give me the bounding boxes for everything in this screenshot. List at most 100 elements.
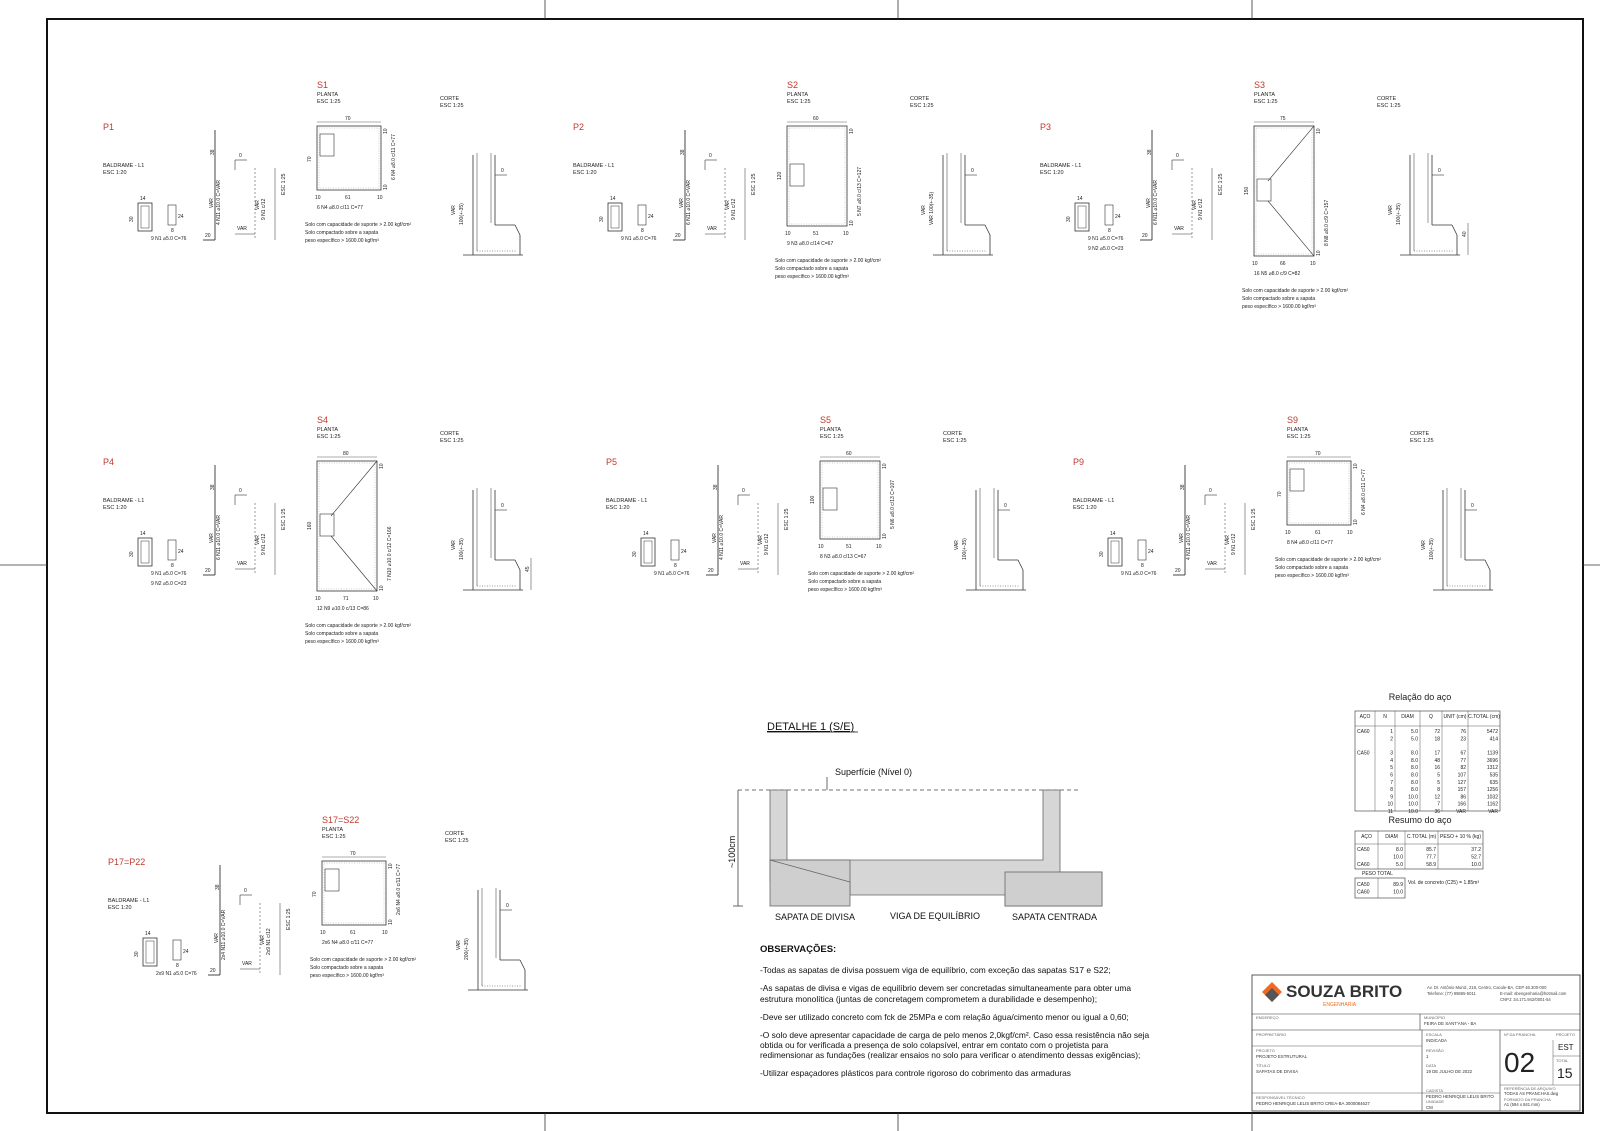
pilar-title: P5 (606, 457, 617, 467)
stirrup-inner (610, 205, 620, 229)
level-label: 0 (239, 153, 242, 159)
dim-label: 10 (373, 596, 379, 602)
dim-label: 14 (610, 196, 616, 202)
relacao-cell: 67 (1460, 751, 1466, 757)
var-label: VAR (921, 205, 927, 215)
var-label: VAR (255, 200, 261, 210)
cadista-value: PEDRO HENRIQUE LELIS BRITO (1426, 1094, 1494, 1099)
resumo-cell: 5.0 (1396, 862, 1403, 868)
scale-label: ESC 1:25 (820, 434, 844, 440)
scale-label: ESC 1:25 (1251, 508, 1257, 530)
relacao-cell: 1 (1390, 729, 1393, 735)
scale-label: ESC 1:25 (440, 103, 464, 109)
projeto-value: PROJETO ESTRUTURAL (1256, 1054, 1308, 1059)
dim-label: 10 (383, 128, 389, 134)
dim-label: 14 (1110, 531, 1116, 537)
scale-label: ESC 1:25 (1254, 99, 1278, 105)
dim-label: 20 (1142, 233, 1148, 239)
relacao-cell: 1139 (1487, 751, 1498, 757)
level-label: 0 (1438, 168, 1441, 174)
var-label: VAR (237, 561, 247, 567)
dim-label: 60 (813, 116, 819, 122)
relacao-cell: 107 (1458, 773, 1467, 779)
relacao-cell: 5.0 (1411, 736, 1418, 742)
solo-note: peso específico > 1600.00 kgf/m³ (1242, 304, 1316, 310)
dim-line (330, 535, 378, 592)
relacao-title: Relação do aço (1389, 692, 1452, 702)
resumo-header: DIAM (1385, 834, 1398, 840)
relacao-cell: 3 (1390, 751, 1393, 757)
tie-bar (1137, 539, 1147, 561)
dim-line (519, 959, 526, 971)
relacao-table (1354, 710, 1501, 812)
long-bar-label: 4 N11 ⌀10.0 C=VAR (216, 180, 222, 225)
planta-label: PLANTA (317, 92, 338, 98)
dim-label: 10 (379, 463, 385, 469)
long-bar-label: 4 N11 ⌀10.0 C=VAR (1186, 515, 1192, 560)
dim-label: 10 (1353, 519, 1359, 525)
dim-label: 66 (1280, 261, 1286, 267)
dim-label: 20 (675, 233, 681, 239)
level-label: 0 (501, 168, 504, 174)
dim-label: 10 (1353, 463, 1359, 469)
relacao-header: DIAM (1401, 714, 1414, 720)
sapata-centrada-label: SAPATA CENTRADA (1012, 912, 1097, 922)
detail-1: DETALHE 1 (S/E) Superfície (Nível 0) ~10… (727, 721, 1103, 922)
dim-label: 38 (1180, 484, 1186, 490)
dim-line (514, 559, 521, 571)
relacao-cell: 8 (1437, 787, 1440, 793)
level-label: 0 (501, 503, 504, 509)
footing-outline (786, 125, 848, 227)
dim-label: 120 (777, 171, 783, 180)
stirrup-section (1074, 202, 1090, 232)
company-phone: Telefone: (77) 99865-5011 (1427, 991, 1476, 996)
scale-label: ESC 1:25 (281, 508, 287, 530)
relacao-cell: 1256 (1487, 787, 1498, 793)
company-address: Av. Dr. Antônio Muniz, 218, Centro, Cacu… (1427, 985, 1547, 990)
dim-line (1451, 224, 1458, 236)
stirrup-inner (1077, 205, 1087, 229)
solo-note: Solo com capacidade de suporte > 2.00 kg… (808, 571, 914, 577)
dim-label: 14 (1077, 196, 1083, 202)
var-label: VAR (1146, 198, 1152, 208)
depth-dim: 100(+-35) (459, 538, 465, 560)
prancha-label: Nº DA PRANCHA (1504, 1032, 1536, 1037)
dim-label: 150 (1244, 186, 1250, 195)
relacao-cell: 8.0 (1411, 787, 1418, 793)
dim-label: 24 (1115, 214, 1121, 220)
solo-note: Solo compactado sobre a sapata (1242, 296, 1315, 302)
depth-dim: 100(+-35) (962, 538, 968, 560)
side-bars-label: 6 N4 ⌀8.0 c/11 C=77 (391, 134, 397, 180)
resumo-header: C.TOTAL (m) (1407, 834, 1437, 840)
dim-line (330, 460, 378, 517)
scale-label: ESC 1:20 (1040, 170, 1064, 176)
sapata-title: S4 (317, 415, 328, 425)
pilar-position (319, 513, 335, 537)
relacao-cell: 9 (1390, 794, 1393, 800)
dim-label: 20 (205, 568, 211, 574)
relacao-cell: 6 (1390, 773, 1393, 779)
baldrame-label: BALDRAME - L1 (1040, 163, 1081, 169)
scale-label: ESC 1:25 (445, 838, 469, 844)
dim-label: 10 (818, 544, 824, 550)
solo-note: Solo com capacidade de suporte > 2.00 kg… (775, 258, 881, 264)
peso-total-table (1354, 877, 1406, 899)
solo-note: Solo com capacidade de suporte > 2.00 kg… (310, 957, 416, 963)
dim-label: 61 (345, 195, 351, 201)
dim-label: 8 (674, 563, 677, 569)
pilar-title: P9 (1073, 457, 1084, 467)
pilar-position (789, 163, 805, 187)
scale-label: ESC 1:25 (286, 908, 292, 930)
cadista-label: CADISTA (1426, 1088, 1443, 1093)
solo-note: peso específico > 1600.00 kgf/m³ (1275, 573, 1349, 579)
footing-rebar (788, 127, 846, 225)
depth-dim: 200(+-35) (464, 938, 470, 960)
dim-label: 30 (599, 216, 605, 222)
bottom-bars-label: 8 N4 ⌀8.0 c/11 C=77 (1287, 540, 1333, 546)
dim-label: 8 (171, 228, 174, 234)
dim-label: 38 (680, 149, 686, 155)
sapata-title: S5 (820, 415, 831, 425)
observation-item: -O solo deve apresentar capacidade de ca… (760, 1029, 1150, 1060)
